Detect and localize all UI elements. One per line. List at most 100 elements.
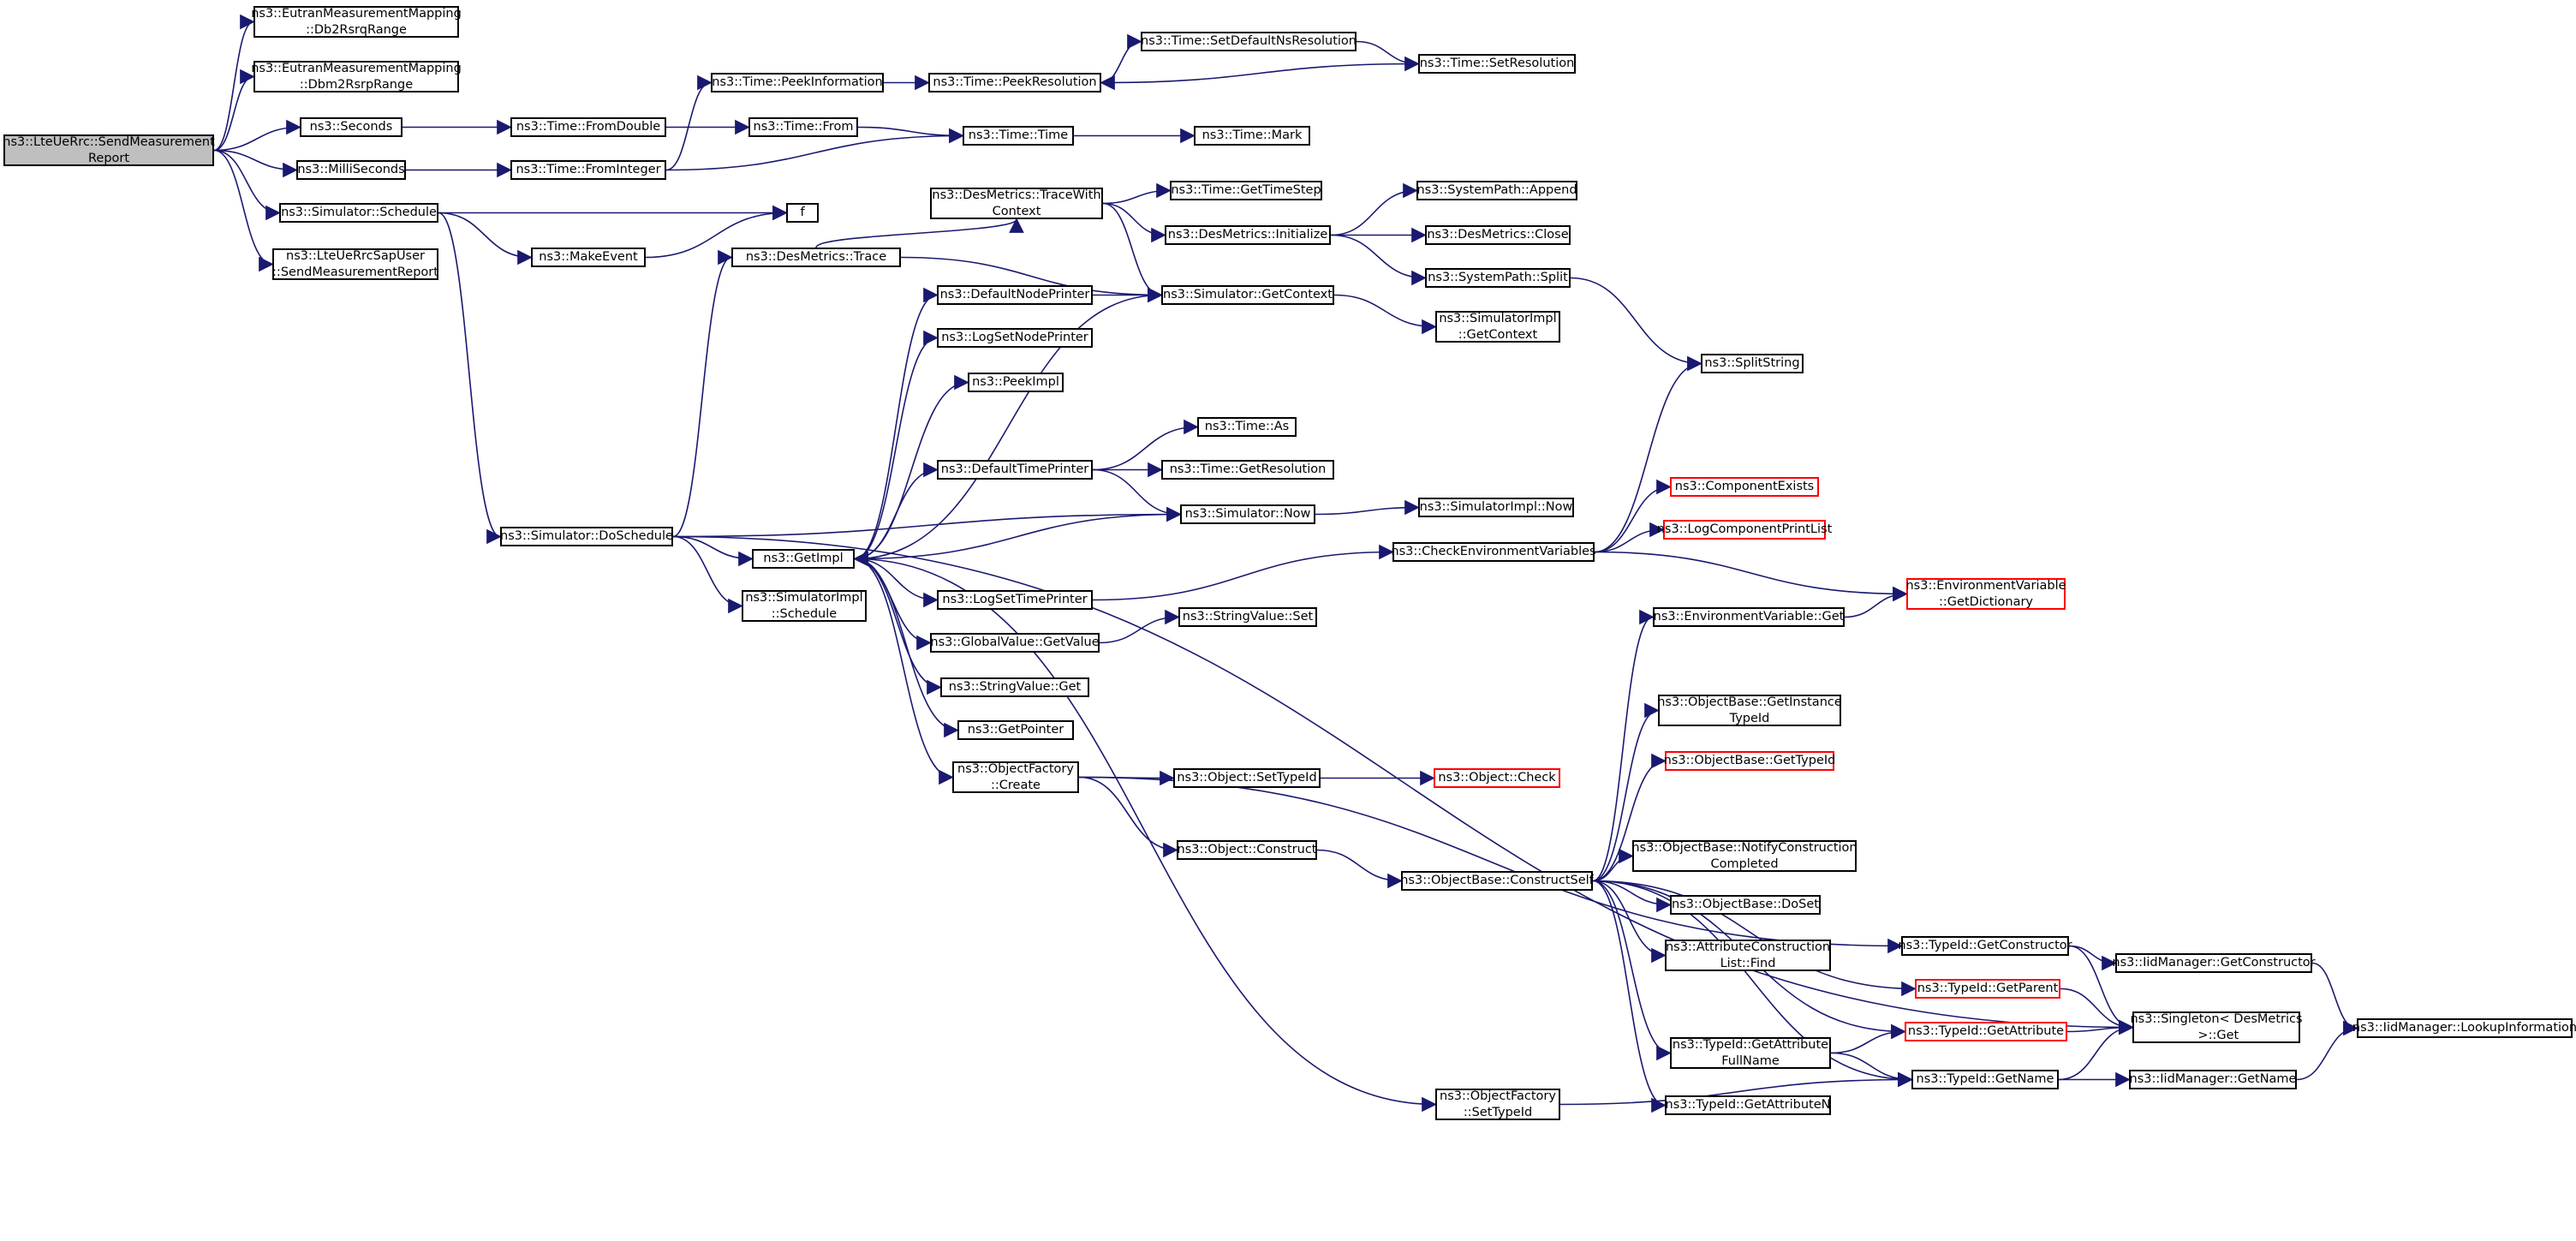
node-timefrom[interactable]: ns3::Time::From <box>748 117 858 137</box>
node-obnotify[interactable]: ns3::ObjectBase::NotifyConstruction Comp… <box>1631 840 1857 872</box>
node-label: ns3::Time::SetDefaultNsResolution <box>1141 34 1357 48</box>
node-tidgetname[interactable]: ns3::TypeId::GetName <box>1911 1070 2059 1089</box>
node-schedule[interactable]: ns3::Simulator::Schedule <box>279 203 438 223</box>
node-envget[interactable]: ns3::EnvironmentVariable::Get <box>1653 607 1845 627</box>
node-dmtracewc[interactable]: ns3::DesMetrics::TraceWith Context <box>930 188 1103 219</box>
node-objcheck[interactable]: ns3::Object::Check <box>1434 768 1560 788</box>
node-getimpl[interactable]: ns3::GetImpl <box>752 549 855 569</box>
node-label: ns3::Time::GetTimeStep <box>1171 183 1321 197</box>
node-label: ns3::EutranMeasurementMapping ::Dbm2Rsrp… <box>251 61 462 92</box>
node-tidgetctor[interactable]: ns3::TypeId::GetConstructor <box>1898 936 2072 956</box>
node-iidgetctor[interactable]: ns3::IidManager::GetConstructor <box>2112 953 2316 973</box>
node-compexists[interactable]: ns3::ComponentExists <box>1670 477 1819 497</box>
edge-root-to-sapuser <box>213 149 274 272</box>
edge-iidgetctor-to-iidlookup <box>2311 962 2358 1036</box>
node-gvgetvalue[interactable]: ns3::GlobalValue::GetValue <box>930 633 1100 653</box>
node-label: ns3::CheckEnvironmentVariables <box>1391 545 1596 558</box>
node-setres[interactable]: ns3::Time::SetResolution <box>1418 54 1576 74</box>
edge-checkenv-to-logcompprint <box>1594 522 1665 553</box>
node-sapuser[interactable]: ns3::LteUeRrcSapUser ::SendMeasurementRe… <box>272 248 438 280</box>
node-iidlookup[interactable]: ns3::IidManager::LookupInformation <box>2352 1018 2576 1038</box>
node-simnow[interactable]: ns3::Simulator::Now <box>1180 504 1315 524</box>
node-setdefres[interactable]: ns3::Time::SetDefaultNsResolution <box>1141 32 1357 51</box>
node-db2rsrq[interactable]: ns3::EutranMeasurementMapping ::Db2RsrqR… <box>251 6 462 38</box>
node-doschedule[interactable]: ns3::Simulator::DoSchedule <box>500 527 673 546</box>
node-logsettimeprinter[interactable]: ns3::LogSetTimePrinter <box>937 590 1093 610</box>
edge-gvgetvalue-to-svset <box>1099 609 1180 644</box>
node-tidgetattrn[interactable]: ns3::TypeId::GetAttributeN <box>1665 1095 1831 1115</box>
node-simimplschedule[interactable]: ns3::SimulatorImpl ::Schedule <box>742 590 867 622</box>
node-getpointer[interactable]: ns3::GetPointer <box>957 720 1074 740</box>
edge-root-to-schedule <box>213 149 281 221</box>
node-splitstring[interactable]: ns3::SplitString <box>1701 354 1804 373</box>
edge-tidgetname-to-singleton <box>2058 1019 2134 1081</box>
node-label: ns3::SystemPath::Split <box>1428 271 1568 284</box>
node-f[interactable]: f <box>786 203 819 223</box>
node-label: ns3::DesMetrics::Initialize <box>1167 228 1328 242</box>
edge-obconstructself-to-tidgetattrn <box>1592 880 1667 1113</box>
node-svset[interactable]: ns3::StringValue::Set <box>1178 607 1317 627</box>
node-tidgetparent[interactable]: ns3::TypeId::GetParent <box>1915 979 2060 999</box>
node-label: ns3::DesMetrics::TraceWith Context <box>932 188 1101 218</box>
node-ofcreate[interactable]: ns3::ObjectFactory ::Create <box>952 761 1079 793</box>
node-fromdouble[interactable]: ns3::Time::FromDouble <box>510 117 666 137</box>
node-dbm2rsrp[interactable]: ns3::EutranMeasurementMapping ::Dbm2Rsrp… <box>251 61 462 92</box>
edge-tidgetparent-to-singleton <box>2060 987 2134 1035</box>
edge-obconstructself-to-tidgetparent <box>1592 880 1917 997</box>
node-timeas[interactable]: ns3::Time::As <box>1197 417 1297 437</box>
node-spappend[interactable]: ns3::SystemPath::Append <box>1416 181 1577 200</box>
node-iidgetname[interactable]: ns3::IidManager::GetName <box>2129 1070 2297 1089</box>
node-objsettypeid[interactable]: ns3::Object::SetTypeId <box>1173 768 1321 788</box>
node-acl[interactable]: ns3::AttributeConstruction List::Find <box>1665 940 1831 971</box>
node-gettimestep[interactable]: ns3::Time::GetTimeStep <box>1170 181 1322 200</box>
node-simgetcontext[interactable]: ns3::Simulator::GetContext <box>1161 285 1334 305</box>
node-milliseconds[interactable]: ns3::MilliSeconds <box>296 160 406 180</box>
node-defnodeprinter[interactable]: ns3::DefaultNodePrinter <box>937 285 1093 305</box>
node-envgetdict[interactable]: ns3::EnvironmentVariable ::GetDictionary <box>1905 578 2066 610</box>
node-logsetnodeprinter[interactable]: ns3::LogSetNodePrinter <box>937 328 1093 348</box>
node-obgetinst[interactable]: ns3::ObjectBase::GetInstance TypeId <box>1657 695 1842 726</box>
node-root[interactable]: ns3::LteUeRrc::SendMeasurement Report <box>3 134 215 166</box>
node-obgettypeid[interactable]: ns3::ObjectBase::GetTypeId <box>1664 751 1835 771</box>
node-objconstruct[interactable]: ns3::Object::Construct <box>1177 840 1317 860</box>
node-dmclose[interactable]: ns3::DesMetrics::Close <box>1425 225 1571 245</box>
node-timemark[interactable]: ns3::Time::Mark <box>1194 126 1310 146</box>
edge-obconstructself-to-tidgetattrfull <box>1592 880 1672 1061</box>
node-frominteger[interactable]: ns3::Time::FromInteger <box>510 160 666 180</box>
edge-tidgetattrfull-to-tidgetattr <box>1830 1023 1906 1054</box>
node-simimplgetcontext[interactable]: ns3::SimulatorImpl ::GetContext <box>1435 311 1560 343</box>
edge-getimpl-to-logsettimeprinter <box>854 558 939 608</box>
edge-doschedule-to-singleton <box>672 535 2134 1035</box>
node-deftimeprinter[interactable]: ns3::DefaultTimePrinter <box>937 460 1093 480</box>
node-logcompprint[interactable]: ns3::LogComponentPrintList <box>1657 520 1832 540</box>
node-obconstructself[interactable]: ns3::ObjectBase::ConstructSelf <box>1400 871 1594 891</box>
node-tidgetattr[interactable]: ns3::TypeId::GetAttribute <box>1905 1022 2067 1041</box>
node-makeevent[interactable]: ns3::MakeEvent <box>531 248 646 267</box>
node-label: ns3::PeekImpl <box>972 375 1059 389</box>
node-label: ns3::Object::Construct <box>1177 843 1317 856</box>
edge-simnow-to-simimplnow <box>1315 499 1420 516</box>
node-label: ns3::LteUeRrc::SendMeasurement Report <box>3 134 215 165</box>
node-spsplit[interactable]: ns3::SystemPath::Split <box>1425 268 1571 288</box>
node-timetime[interactable]: ns3::Time::Time <box>963 126 1074 146</box>
edge-obconstructself-to-envget <box>1592 609 1655 882</box>
node-seconds[interactable]: ns3::Seconds <box>300 117 402 137</box>
node-ofsettypeid[interactable]: ns3::ObjectFactory ::SetTypeId <box>1435 1089 1560 1120</box>
node-peekimpl[interactable]: ns3::PeekImpl <box>968 373 1064 392</box>
node-dmtrace[interactable]: ns3::DesMetrics::Trace <box>731 248 901 267</box>
node-singleton[interactable]: ns3::Singleton< DesMetrics >::Get <box>2130 1011 2303 1043</box>
node-label: ns3::Time::GetResolution <box>1169 462 1327 476</box>
node-peekres[interactable]: ns3::Time::PeekResolution <box>928 73 1101 92</box>
node-label: ns3::LteUeRrcSapUser ::SendMeasurementRe… <box>272 248 438 279</box>
node-timegetres[interactable]: ns3::Time::GetResolution <box>1161 460 1334 480</box>
node-label: ns3::TypeId::GetName <box>1916 1072 2054 1086</box>
node-obdoset[interactable]: ns3::ObjectBase::DoSet <box>1670 895 1821 915</box>
node-simimplnow[interactable]: ns3::SimulatorImpl::Now <box>1418 498 1574 517</box>
node-checkenv[interactable]: ns3::CheckEnvironmentVariables <box>1391 542 1596 562</box>
node-dminit[interactable]: ns3::DesMetrics::Initialize <box>1165 225 1331 245</box>
node-svget[interactable]: ns3::StringValue::Get <box>940 677 1089 697</box>
edge-ofsettypeid-to-tidgetname <box>1559 1071 1913 1106</box>
node-peekinfo[interactable]: ns3::Time::PeekInformation <box>711 73 884 92</box>
node-tidgetattrfull[interactable]: ns3::TypeId::GetAttribute FullName <box>1670 1037 1831 1069</box>
